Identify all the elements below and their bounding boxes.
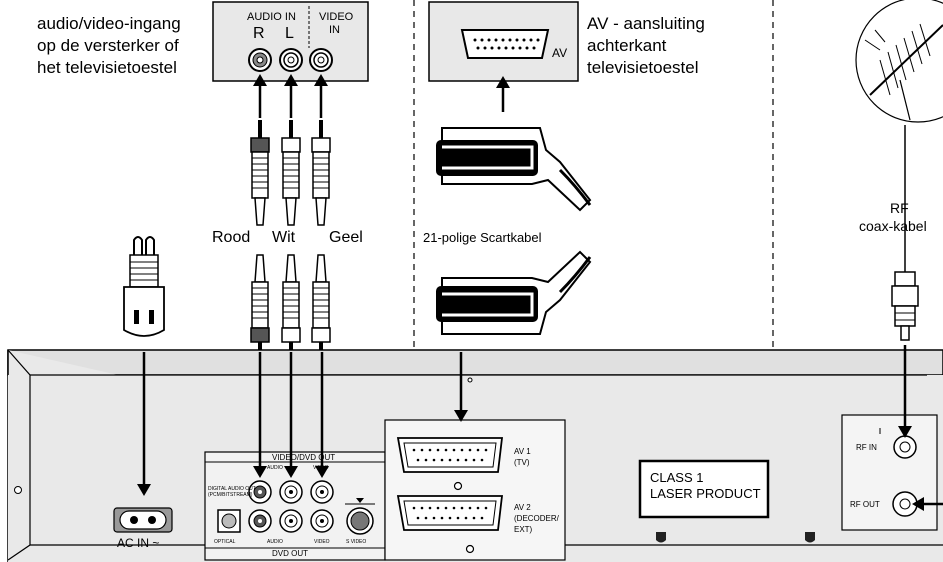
scart-arrow-down [454,352,468,422]
rood-label: Rood [212,229,251,246]
rca-arrows-down [258,352,324,468]
av1-label-1: AV 1 [514,447,531,456]
audio-top-label: AUDIO [267,465,283,471]
video-top-label: VIDEO [313,465,329,471]
av-note-line-1: AV - aansluiting [587,14,705,33]
rf-out-label: RF OUT [850,500,880,509]
scart-plug-lower [436,250,592,335]
optical-label: OPTICAL [214,539,236,545]
laser-label-box [638,459,770,519]
digital-audio-out-label-2: (PCM/BITSTREAM) [208,492,253,498]
scart-arrow-up [496,76,510,112]
av-input-note-line-1: audio/video-ingang [37,14,181,33]
scart-cable-label: 21-polige Scartkabel [423,230,542,245]
rca-plugs-upper [250,120,331,226]
av2-label-1: AV 2 [514,503,531,512]
scart-av-panel [384,419,566,561]
rca-plugs-lower [250,254,331,352]
tv-scart-panel [428,1,579,82]
av2-label-3: EXT) [514,525,533,534]
r-label: R [253,25,265,42]
coax-plug [891,271,919,341]
video-in-label-1: VIDEO [319,11,354,23]
geel-label: Geel [329,229,363,246]
laser-label-2: LASER PRODUCT [650,486,761,501]
l-label: L [285,25,294,42]
s-video-label: S VIDEO [346,539,367,545]
rca-arrows-up [258,82,323,118]
laser-label-1: CLASS 1 [650,470,704,485]
av-panel-label: AV [552,46,568,60]
ac-arrow-down [137,352,151,496]
digital-audio-out-label-1: DIGITAL AUDIO OUT [208,486,256,492]
power-plug [123,236,165,337]
rf-label-2: coax-kabel [859,218,927,234]
av-note-line-2: achterkant [587,36,667,55]
video-bottom-label: VIDEO [314,539,330,545]
rf-arrows [898,345,943,511]
dvd-out-label: DVD OUT [272,549,308,558]
rf-label-1: RF [890,200,909,216]
video-dvd-out-label: VIDEO/DVD OUT [272,453,336,462]
av1-label-2: (TV) [514,458,530,467]
av-input-note-line-2: op de versterker of [37,36,179,55]
wit-label: Wit [272,229,296,246]
av-note-line-3: televisietoestel [587,58,699,77]
ac-in-socket [113,507,173,533]
scart-plug-upper [436,127,592,212]
rf-in-label: RF IN [856,443,877,452]
av-input-note-line-3: het televisietoestel [37,58,177,77]
antenna-icon [855,0,943,123]
audio-bottom-label: AUDIO [267,539,283,545]
video-in-label-2: IN [329,24,340,36]
av2-label-2: (DECODER/ [514,514,559,523]
ac-in-label: AC IN ~ [117,536,160,550]
rf-panel [841,414,938,531]
av-input-panel [212,1,369,82]
audio-in-label: AUDIO IN [247,11,296,23]
scart-pins [412,448,488,520]
